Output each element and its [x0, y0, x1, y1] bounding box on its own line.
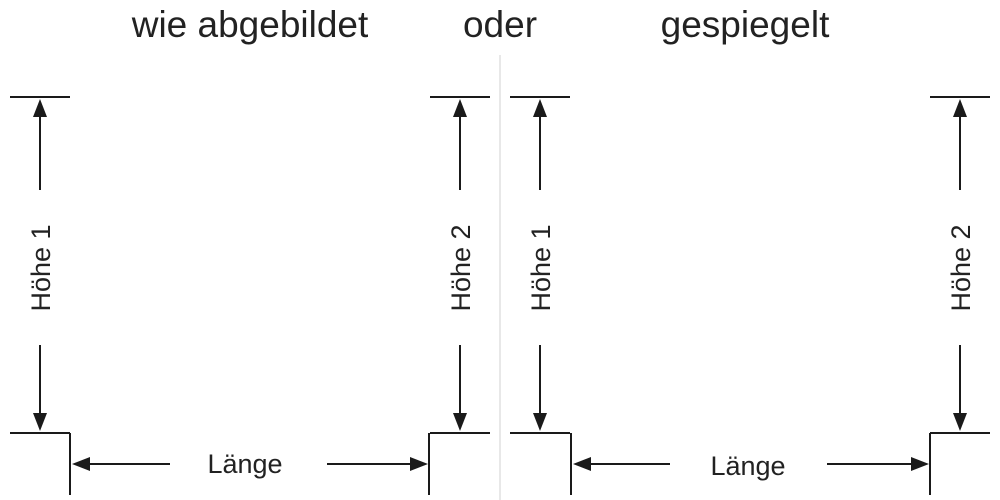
length-label: Länge [207, 449, 282, 479]
arrow-right-icon [410, 457, 428, 471]
arrow-up-icon [953, 99, 967, 117]
height1-label: Höhe 1 [526, 224, 556, 311]
right-length-dimension: Länge [573, 451, 929, 481]
length-label: Länge [710, 451, 785, 481]
arrow-down-icon [33, 413, 47, 431]
height2-label: Höhe 2 [946, 224, 976, 311]
right-panel: Höhe 1 Höhe 2 Länge [510, 96, 990, 495]
left-length-dimension: Länge [72, 449, 428, 479]
right-height1-dimension: Höhe 1 [510, 96, 572, 495]
left-height2-dimension: Höhe 2 [428, 96, 490, 495]
height2-label: Höhe 2 [446, 224, 476, 311]
arrow-up-icon [533, 99, 547, 117]
arrow-down-icon [953, 413, 967, 431]
height1-label: Höhe 1 [26, 224, 56, 311]
title-or: oder [463, 4, 537, 45]
arrow-down-icon [533, 413, 547, 431]
right-height2-dimension: Höhe 2 [929, 96, 990, 495]
arrow-left-icon [573, 457, 591, 471]
arrow-up-icon [33, 99, 47, 117]
title-mirrored: gespiegelt [661, 4, 830, 45]
left-panel: Höhe 1 Höhe 2 Länge [10, 96, 490, 495]
left-height1-dimension: Höhe 1 [10, 96, 71, 495]
title-as-shown: wie abgebildet [131, 4, 369, 45]
arrow-down-icon [453, 413, 467, 431]
arrow-left-icon [72, 457, 90, 471]
arrow-right-icon [911, 457, 929, 471]
arrow-up-icon [453, 99, 467, 117]
